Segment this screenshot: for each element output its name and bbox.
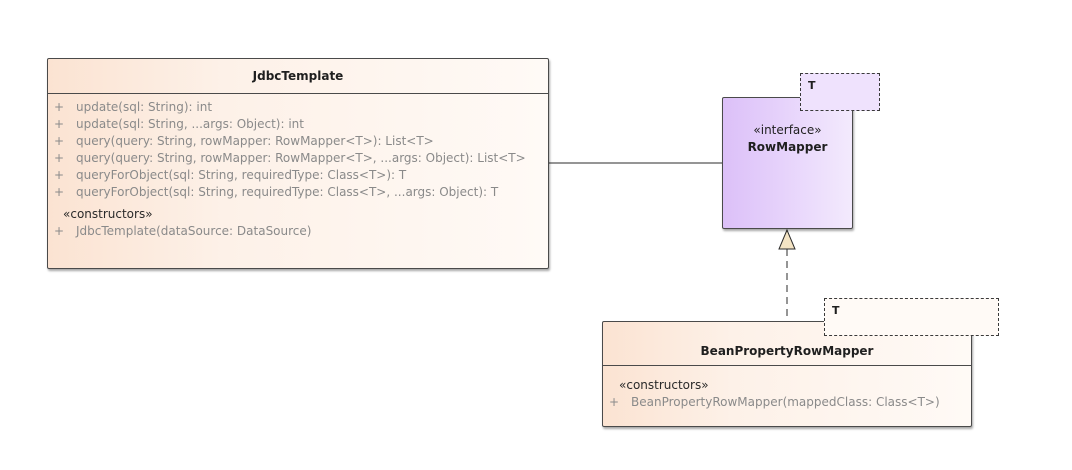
member-signature: queryForObject(sql: String, requiredType…: [76, 185, 499, 199]
class-bean-property-row-mapper[interactable]: BeanPropertyRowMapper «constructors» + Be…: [602, 321, 972, 427]
member-signature: queryForObject(sql: String, requiredType…: [76, 168, 407, 182]
interface-name: RowMapper: [747, 140, 828, 154]
member-signature: query(query: String, rowMapper: RowMappe…: [76, 134, 434, 148]
member-row[interactable]: + BeanPropertyRowMapper(mappedClass: Clas…: [603, 394, 971, 411]
bean-property-row-mapper-template-parameter: T: [824, 298, 999, 336]
member-signature: JdbcTemplate(dataSource: DataSource): [76, 224, 312, 238]
member-row[interactable]: + query(query: String, rowMapper: RowMapp…: [48, 150, 548, 167]
constructors-compartment: «constructors» + BeanPropertyRowMapper(ma…: [603, 366, 971, 411]
member-row[interactable]: + query(query: String, rowMapper: RowMapp…: [48, 133, 548, 150]
constructors-label: «constructors»: [63, 207, 153, 221]
member-row[interactable]: + queryForObject(sql: String, requiredTyp…: [48, 184, 548, 201]
visibility-marker: +: [54, 185, 65, 199]
visibility-marker: +: [54, 134, 65, 148]
realization-arrowhead: [778, 228, 796, 250]
class-jdbc-template[interactable]: JdbcTemplate + update(sql: String): int + u…: [47, 58, 549, 269]
member-row[interactable]: + update(sql: String, ...args: Object): i…: [48, 116, 548, 133]
constructors-label: «constructors»: [619, 378, 709, 392]
visibility-marker: +: [54, 100, 65, 114]
visibility-marker: +: [54, 168, 65, 182]
class-name: JdbcTemplate: [48, 59, 548, 94]
member-signature: BeanPropertyRowMapper(mappedClass: Class…: [631, 395, 940, 409]
interface-row-mapper[interactable]: «interface» RowMapper: [722, 97, 853, 229]
member-row[interactable]: + update(sql: String): int: [48, 99, 548, 116]
member-row[interactable]: + JdbcTemplate(dataSource: DataSource): [48, 223, 548, 240]
constructors-list: + JdbcTemplate(dataSource: DataSource): [48, 223, 548, 240]
class-name: BeanPropertyRowMapper: [603, 322, 971, 366]
member-signature: update(sql: String, ...args: Object): in…: [76, 117, 304, 131]
operations-list: + update(sql: String): int + update(sql: St…: [48, 99, 548, 201]
member-signature: update(sql: String): int: [76, 100, 213, 114]
visibility-marker: +: [609, 395, 620, 409]
visibility-marker: +: [54, 151, 65, 165]
row-mapper-template-parameter: T: [800, 73, 880, 111]
constructors-list: + BeanPropertyRowMapper(mappedClass: Clas…: [603, 394, 971, 411]
operations-compartment: + update(sql: String): int + update(sql: St…: [48, 94, 548, 240]
visibility-marker: +: [54, 117, 65, 131]
member-row[interactable]: + queryForObject(sql: String, requiredTyp…: [48, 167, 548, 184]
interface-header: «interface» RowMapper: [723, 98, 852, 156]
member-signature: query(query: String, rowMapper: RowMappe…: [76, 151, 526, 165]
interface-stereotype: «interface»: [753, 123, 822, 137]
visibility-marker: +: [54, 224, 65, 238]
